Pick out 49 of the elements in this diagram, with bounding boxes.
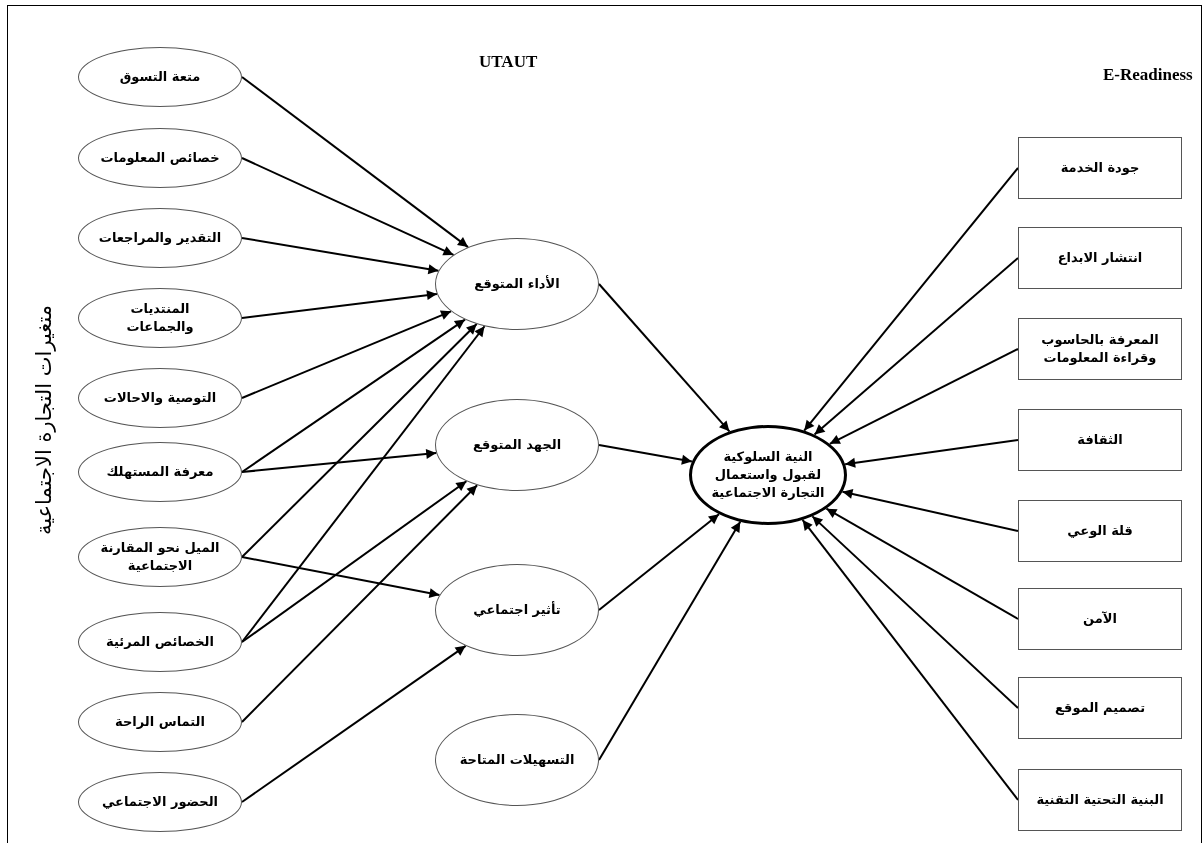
arrow: [598, 513, 720, 611]
ellipse-node: التماس الراحة: [78, 692, 242, 752]
arrow: [803, 167, 1019, 432]
arrow: [598, 283, 731, 433]
ellipse-node: خصائص المعلومات: [78, 128, 242, 188]
factor-box: الثقافة: [1018, 409, 1182, 471]
vertical-title: متغيرات التجارة الاجتماعية: [32, 304, 57, 536]
ellipse-node: التقدير والمراجعات: [78, 208, 242, 268]
arrow: [241, 448, 438, 473]
arrow: [811, 515, 1019, 709]
factor-box: تصميم الموقع: [1018, 677, 1182, 739]
ellipse-node: المنتديات والجماعات: [78, 288, 242, 348]
ellipse-node: الميل نحو المقارنة الاجتماعية: [78, 527, 242, 587]
ellipse-node: الحضور الاجتماعي: [78, 772, 242, 832]
arrow: [241, 76, 469, 249]
arrow: [241, 323, 478, 558]
factor-box: انتشار الابداع: [1018, 227, 1182, 289]
factor-box: قلة الوعي: [1018, 500, 1182, 562]
ellipse-node: الجهد المتوقع: [435, 399, 599, 491]
arrow: [598, 444, 693, 465]
factor-box: جودة الخدمة: [1018, 137, 1182, 199]
ellipse-node: تأثير اجتماعي: [435, 564, 599, 656]
arrow: [801, 518, 1019, 801]
arrow: [241, 325, 486, 643]
arrow: [241, 318, 466, 473]
ellipse-node: معرفة المستهلك: [78, 442, 242, 502]
ellipse-node: التوصية والاحالات: [78, 368, 242, 428]
arrow: [825, 507, 1019, 620]
group-title: UTAUT: [479, 52, 538, 72]
factor-box: البنية التحتية التقنية: [1018, 769, 1182, 831]
outcome-ellipse: النية السلوكية لقبول واستعمال التجارة الاجتماعية: [689, 425, 847, 525]
factor-box: الآمن: [1018, 588, 1182, 650]
arrow: [828, 348, 1019, 445]
ellipse-node: الخصائص المرئية: [78, 612, 242, 672]
ellipse-node: الأداء المتوقع: [435, 238, 599, 330]
ellipse-node: التسهيلات المتاحة: [435, 714, 599, 806]
arrow: [841, 489, 1019, 532]
arrow: [813, 257, 1019, 436]
factor-box: المعرفة بالحاسوب وقراءة المعلومات: [1018, 318, 1182, 380]
arrow: [241, 556, 441, 599]
arrow: [241, 310, 453, 399]
ellipse-node: متعة التسوق: [78, 47, 242, 107]
arrow: [241, 644, 467, 803]
arrow: [241, 484, 479, 723]
arrow: [241, 157, 455, 256]
arrow: [241, 290, 438, 319]
arrow: [241, 480, 468, 643]
group-title: E-Readiness: [1103, 65, 1193, 85]
arrow: [844, 439, 1019, 468]
